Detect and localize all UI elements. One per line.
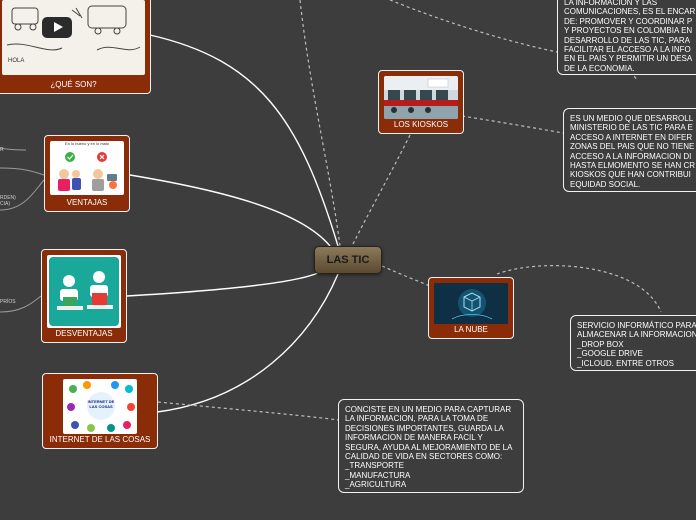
cloud-technology-image — [434, 283, 508, 324]
link-nube — [381, 265, 431, 287]
node-desventajas-label: DESVENTAJAS — [55, 329, 113, 338]
desventajas-image — [47, 255, 121, 328]
link-internet-note — [157, 401, 340, 421]
link-que-son — [149, 34, 339, 247]
play-button[interactable] — [42, 17, 72, 38]
ventajas-image-title: En lo bueno y en lo malo — [64, 141, 110, 146]
link-left-b — [0, 167, 45, 211]
node-kioskos[interactable]: LOS KIOSKOS — [378, 70, 464, 134]
node-que-son-label: ¿QUÉ SON? — [50, 80, 97, 89]
node-desventajas[interactable]: DESVENTAJAS — [41, 249, 127, 343]
users-at-computers-icon — [57, 271, 113, 310]
link-nube-note — [496, 265, 662, 313]
node-kioskos-label: LOS KIOSKOS — [393, 120, 449, 129]
ventajas-image: En lo bueno y en lo malo — [50, 141, 124, 195]
link-top — [299, 0, 341, 247]
node-internet-cosas[interactable]: INTERNET DE LAS COSAS INTERNET DE LAS CO… — [42, 373, 158, 449]
svg-text:HOLA: HOLA — [8, 58, 24, 64]
node-nube[interactable]: LA NUBE — [428, 277, 514, 339]
whiteboard-sketch-image: HOLA — [6, 5, 141, 64]
link-left-a — [0, 147, 27, 151]
internet-cosas-image-title: INTERNET DE LAS COSAS — [87, 399, 115, 409]
note-top-right[interactable]: LA INFORMACION Y LAS COMUNICACIONES, ES … — [557, 0, 696, 75]
note-internet-cosas[interactable]: CONCISTE EN UN MEDIO PARA CAPTURAR LA IN… — [338, 399, 524, 493]
node-ventajas-label: VENTAJAS — [66, 198, 108, 207]
link-left-c — [0, 295, 42, 313]
nube-image — [434, 283, 508, 324]
iot-icons-illustration — [67, 381, 135, 432]
kioskos-image — [384, 76, 458, 119]
link-internet-cosas — [156, 273, 339, 413]
play-icon — [54, 22, 63, 32]
link-top-note — [389, 0, 558, 53]
node-nube-label: LA NUBE — [454, 325, 488, 334]
link-kioskos-note — [461, 115, 564, 134]
internet-cosas-image: INTERNET DE LAS COSAS — [63, 379, 137, 434]
node-internet-cosas-label: INTERNET DE LAS COSAS — [49, 435, 151, 444]
node-ventajas[interactable]: En lo bueno y en lo malo VENTAJAS — [44, 135, 130, 212]
link-kioskos — [351, 134, 411, 247]
note-kioskos[interactable]: ES UN MEDIO QUE DESARROLL MINISTERIO DE … — [563, 108, 696, 192]
central-topic[interactable]: LAS TIC — [314, 246, 382, 274]
link-desventajas — [126, 271, 321, 297]
side-fragment-c: PRÍOS — [0, 299, 16, 305]
people-illustration — [58, 152, 117, 191]
note-nube[interactable]: SERVICIO INFORMÁTICO PARA ALMACENAR LA I… — [570, 315, 696, 371]
side-fragment-a: R — [0, 147, 4, 153]
side-fragment-b: RDEN) CIA) — [0, 195, 16, 207]
video-thumbnail[interactable]: HOLA — [2, 0, 145, 75]
kiosk-room-photo — [384, 76, 458, 119]
node-que-son[interactable]: HOLA ¿QUÉ SON? — [0, 0, 151, 94]
link-ventajas — [129, 174, 331, 247]
